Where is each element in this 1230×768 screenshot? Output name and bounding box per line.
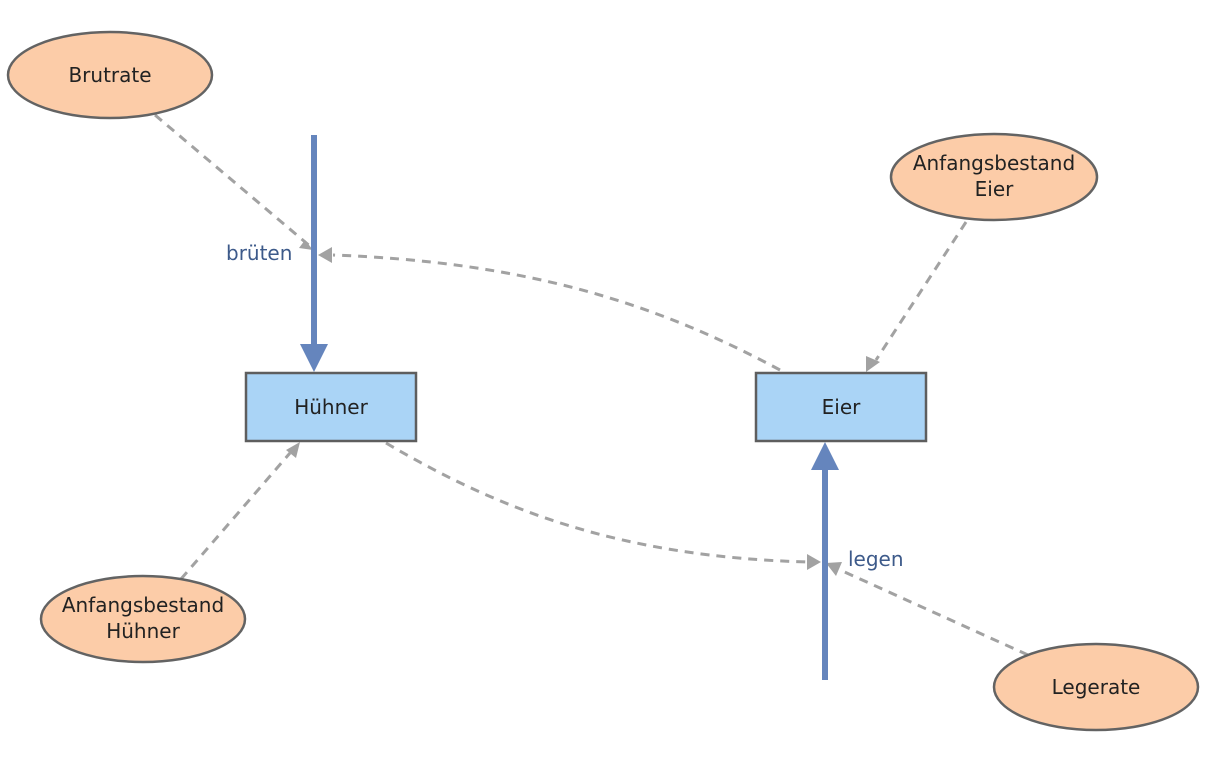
flow-legen-label: legen [848, 547, 904, 571]
flow-brueten-label: brüten [226, 241, 292, 265]
parameter-anfangsbestand-huehner[interactable]: Anfangsbestand Hühner [39, 574, 247, 664]
parameter-brutrate[interactable]: Brutrate [6, 30, 214, 120]
parameter-anfangsbestand-huehner-ellipse [39, 574, 247, 664]
link-eier-to-brueten-arrowhead [318, 247, 332, 263]
link-brutrate-to-brueten [154, 113, 312, 249]
parameter-anfangsbestand-eier-label-line2: Eier [975, 177, 1014, 201]
flow-brueten-arrowhead [300, 344, 328, 372]
stock-huehner-box [244, 371, 418, 443]
parameter-brutrate-ellipse [6, 30, 214, 120]
link-brutrate-to-brueten-arrowhead [299, 240, 313, 250]
parameter-anfangsbestand-eier-label-line1: Anfangsbestand [913, 151, 1075, 175]
stock-eier-box [754, 371, 928, 443]
link-eier-to-brueten [332, 253, 781, 372]
link-anfangsbestand-huehner-to-huehner [179, 452, 292, 580]
parameter-anfangsbestand-huehner-label-line1: Anfangsbestand [62, 593, 224, 617]
flow-legen-arrowhead [811, 442, 839, 470]
stock-huehner-label: Hühner [294, 395, 368, 419]
stock-huehner[interactable]: Hühner [244, 371, 418, 443]
parameter-legerate-label: Legerate [1052, 675, 1141, 699]
stock-eier-label: Eier [822, 395, 861, 419]
link-legerate-to-legen [837, 567, 1029, 657]
link-legerate-to-legen-arrowhead [826, 562, 842, 576]
parameter-brutrate-label: Brutrate [68, 63, 151, 87]
link-anfangsbestand-eier-to-eier-arrowhead [866, 356, 880, 372]
parameter-legerate[interactable]: Legerate [992, 642, 1200, 732]
link-huehner-to-legen-arrowhead [807, 554, 821, 570]
link-anfangsbestand-eier-to-eier [874, 221, 968, 361]
parameter-anfangsbestand-huehner-label-line2: Hühner [106, 619, 180, 643]
link-huehner-to-legen [385, 441, 809, 564]
parameter-anfangsbestand-eier[interactable]: Anfangsbestand Eier [889, 132, 1099, 222]
parameter-anfangsbestand-eier-ellipse [889, 132, 1099, 222]
link-anfangsbestand-huehner-to-huehner-arrowhead [286, 442, 300, 458]
parameter-legerate-ellipse [992, 642, 1200, 732]
stock-eier[interactable]: Eier [754, 371, 928, 443]
